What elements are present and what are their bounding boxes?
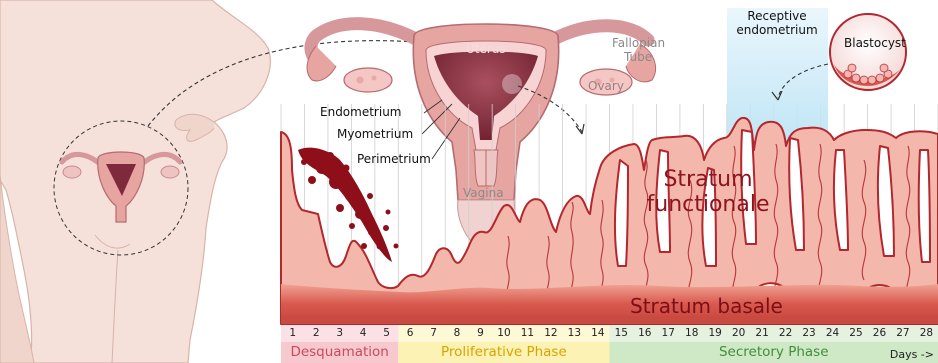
blastocyst-label: Blastocyst — [844, 36, 906, 50]
perimetrium-label: Perimetrium — [357, 152, 431, 166]
day-tick-label: 12 — [539, 324, 562, 342]
day-tick-label: 16 — [633, 324, 656, 342]
day-tick-label: 24 — [821, 324, 844, 342]
day-tick-label: 22 — [774, 324, 797, 342]
day-tick-label: 14 — [586, 324, 609, 342]
stratum-basale-label: Stratum basale — [630, 294, 783, 318]
days-axis-label: Days -> — [890, 348, 934, 361]
day-tick-label: 10 — [492, 324, 515, 342]
day-tick-label: 18 — [680, 324, 703, 342]
day-tick-label: 4 — [351, 324, 374, 342]
day-tick-label: 9 — [469, 324, 492, 342]
day-tick-label: 6 — [398, 324, 421, 342]
day-tick-label: 15 — [610, 324, 633, 342]
ovary-label: Ovary — [588, 79, 624, 93]
phase-label: Proliferative Phase — [398, 342, 609, 363]
day-tick-label: 1 — [281, 324, 304, 342]
day-tick-label: 21 — [750, 324, 773, 342]
day-tick-label: 25 — [844, 324, 867, 342]
day-tick-label: 11 — [516, 324, 539, 342]
day-tick-label: 2 — [304, 324, 327, 342]
day-tick-label: 23 — [797, 324, 820, 342]
stratum-functionale-label: Stratumfunctionale — [647, 167, 770, 217]
day-tick-label: 7 — [422, 324, 445, 342]
day-tick-label: 17 — [657, 324, 680, 342]
fallopian-tube-label: FallopianTube — [612, 36, 665, 64]
day-tick-label: 19 — [703, 324, 726, 342]
day-tick-label: 5 — [375, 324, 398, 342]
day-tick-label: 3 — [328, 324, 351, 342]
day-tick-label: 26 — [868, 324, 891, 342]
receptive-endometrium-label: Receptiveendometrium — [736, 9, 817, 37]
day-tick-label: 8 — [445, 324, 468, 342]
day-tick-label: 28 — [915, 324, 938, 342]
uterus-label: Uterus — [466, 42, 506, 56]
day-tick-label: 13 — [563, 324, 586, 342]
endometrium-label: Endometrium — [320, 105, 402, 119]
day-tick-label: 27 — [891, 324, 914, 342]
day-axis: 1234567891011121314151617181920212223242… — [281, 324, 938, 342]
blastocyst — [830, 14, 906, 90]
phase-label: Desquamation — [281, 342, 398, 363]
vagina-label: Vagina — [463, 186, 504, 200]
day-tick-label: 20 — [727, 324, 750, 342]
myometrium-label: Myometrium — [337, 127, 413, 141]
phase-label: Secretory Phase — [610, 342, 938, 363]
phase-axis: DesquamationProliferative PhaseSecretory… — [281, 342, 938, 363]
